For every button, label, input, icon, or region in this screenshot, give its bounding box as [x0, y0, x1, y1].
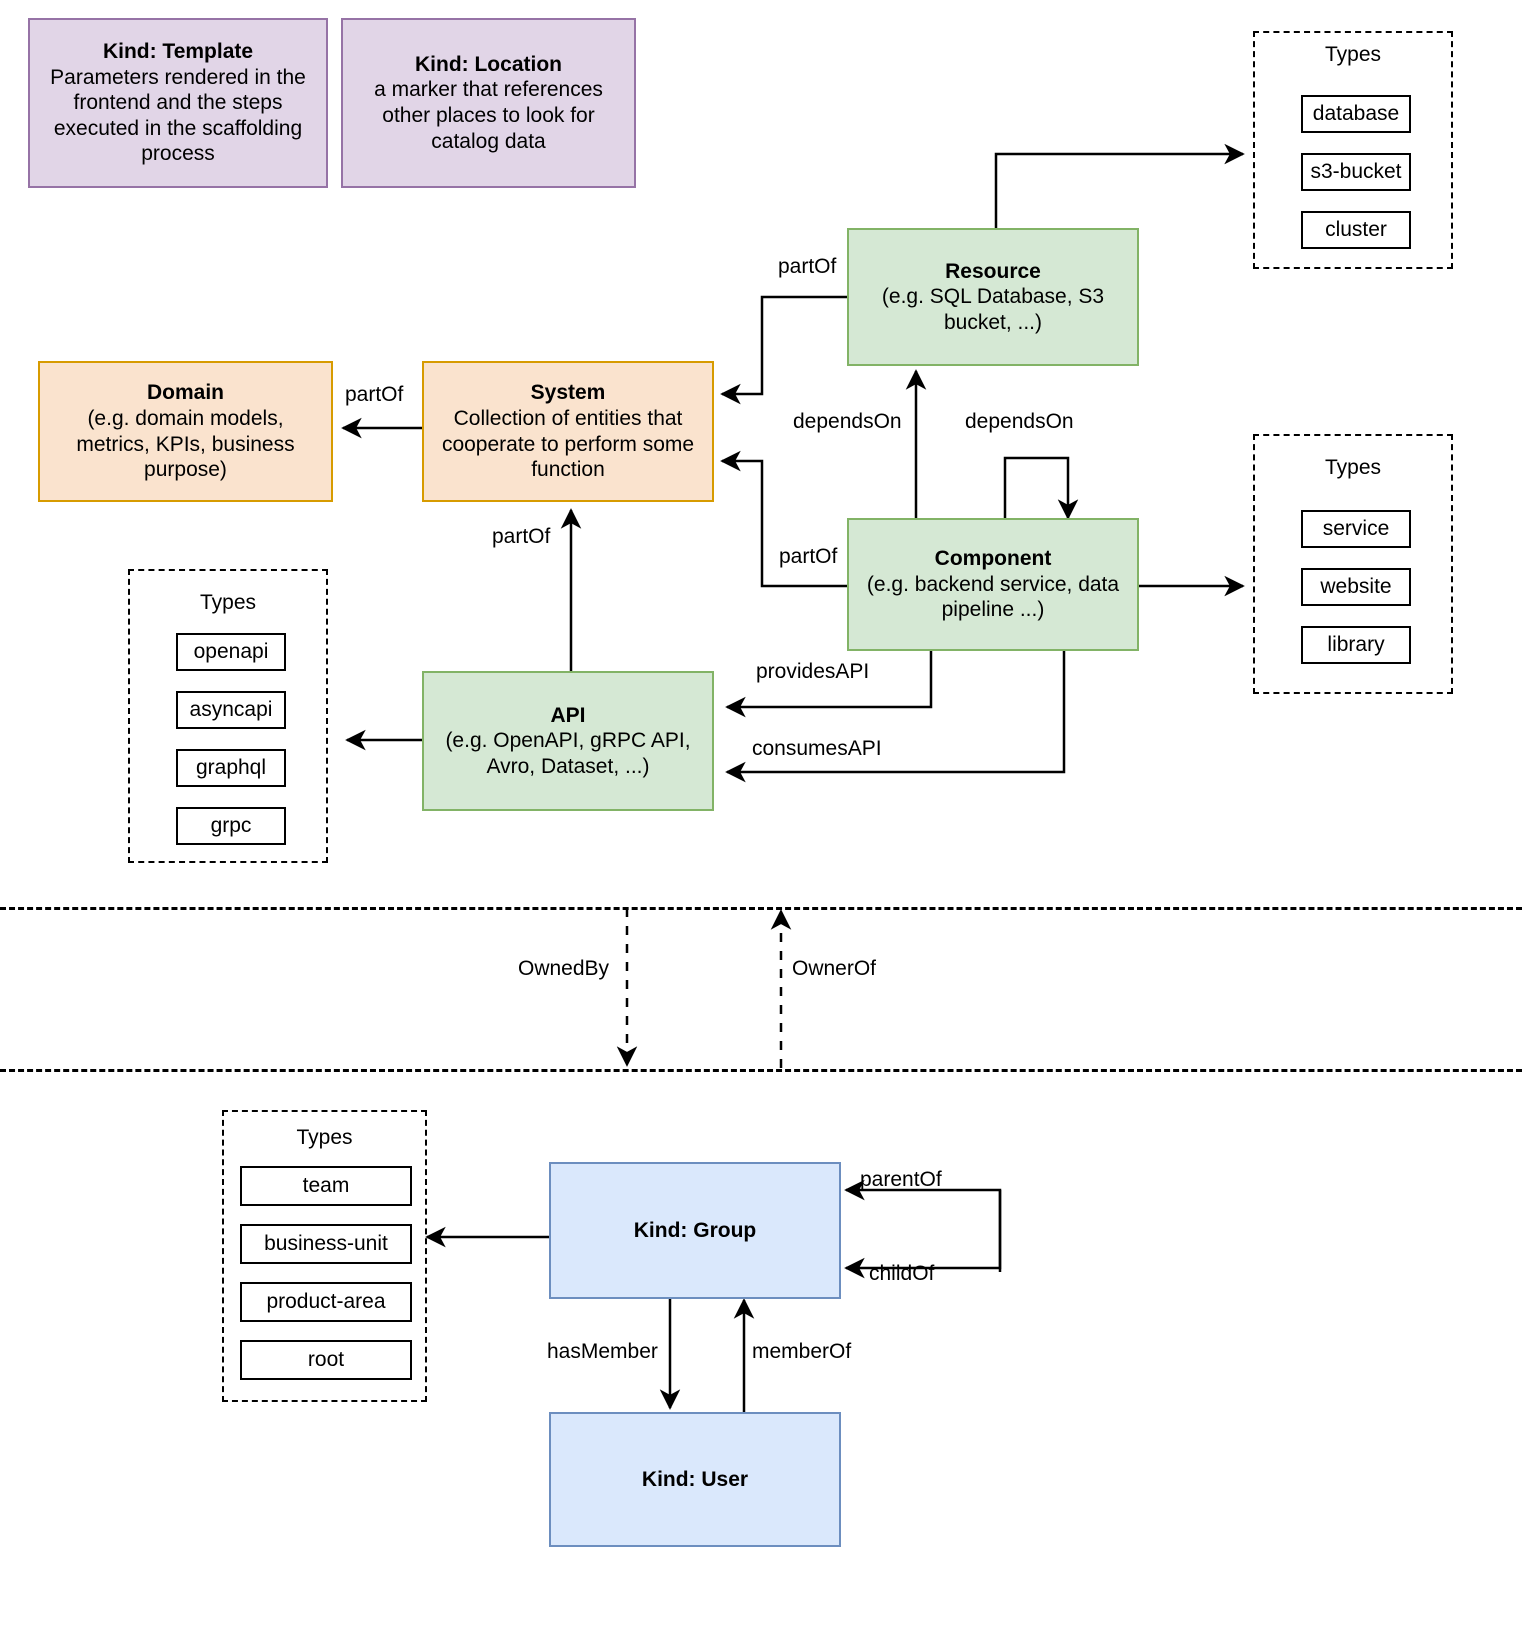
edge-label-resource-partof: partOf [778, 255, 837, 278]
type-chip-s3-bucket[interactable]: s3-bucket [1301, 153, 1411, 191]
edge-label-ownerof: OwnerOf [792, 957, 877, 980]
edge-label-parentof: parentOf [860, 1168, 942, 1191]
edge-label-consumesapi: consumesAPI [752, 737, 882, 760]
node-title: Resource [945, 259, 1041, 283]
types-box-group: Types team business-unit product-area ro… [222, 1110, 427, 1402]
types-box-resource: Types database s3-bucket cluster [1253, 31, 1453, 269]
types-label: Types [199, 591, 257, 614]
edge-label-providesapi: providesAPI [756, 660, 870, 683]
node-title: Component [934, 547, 1052, 571]
node-subtitle: (e.g. domain models, metrics, KPIs, busi… [76, 406, 295, 482]
type-chip-root[interactable]: root [240, 1340, 412, 1380]
edge-label-memberof: memberOf [752, 1340, 852, 1363]
node-subtitle: Collection of entities that cooperate to… [441, 406, 695, 482]
types-label: Types [1324, 456, 1382, 479]
type-chip-library[interactable]: library [1301, 626, 1411, 664]
types-box-api: Types openapi asyncapi graphql grpc [128, 569, 328, 863]
edge-label-component-partof: partOf [779, 545, 838, 568]
types-label: Types [296, 1126, 353, 1149]
node-kind-location[interactable]: Kind: Location a marker that references … [341, 18, 636, 188]
node-subtitle: a marker that references other places to… [374, 78, 603, 153]
node-domain[interactable]: Domain (e.g. domain models, metrics, KPI… [38, 361, 333, 502]
edge-label-api-partof: partOf [492, 525, 551, 548]
node-subtitle: Parameters rendered in the frontend and … [50, 65, 306, 166]
edge-label-component-dependson-resource: dependsOn [793, 410, 902, 433]
node-resource[interactable]: Resource (e.g. SQL Database, S3 bucket, … [847, 228, 1139, 366]
type-chip-openapi[interactable]: openapi [176, 633, 286, 671]
edge-label-childof: childOf [869, 1262, 935, 1285]
type-chip-business-unit[interactable]: business-unit [240, 1224, 412, 1264]
type-chip-product-area[interactable]: product-area [240, 1282, 412, 1322]
separator-bottom [0, 1069, 1522, 1072]
node-title: System [530, 381, 606, 405]
node-system[interactable]: System Collection of entities that coope… [422, 361, 714, 502]
node-subtitle: (e.g. OpenAPI, gRPC API, Avro, Dataset, … [445, 729, 691, 778]
type-chip-service[interactable]: service [1301, 510, 1411, 548]
type-chip-grpc[interactable]: grpc [176, 807, 286, 845]
type-chip-website[interactable]: website [1301, 568, 1411, 606]
node-kind-template[interactable]: Kind: Template Parameters rendered in th… [28, 18, 328, 188]
types-label: Types [1324, 43, 1382, 66]
types-box-component: Types service website library [1253, 434, 1453, 694]
type-chip-asyncapi[interactable]: asyncapi [176, 691, 286, 729]
type-chip-cluster[interactable]: cluster [1301, 211, 1411, 249]
node-kind-group[interactable]: Kind: Group [549, 1162, 841, 1299]
type-chip-database[interactable]: database [1301, 95, 1411, 133]
node-subtitle: (e.g. backend service, data pipeline ...… [866, 572, 1120, 622]
node-subtitle: (e.g. SQL Database, S3 bucket, ...) [881, 285, 1105, 334]
node-kind-user[interactable]: Kind: User [549, 1412, 841, 1547]
node-title: Kind: Group [633, 1218, 757, 1242]
edge-label-ownedby: OwnedBy [518, 957, 610, 980]
node-title: API [550, 703, 586, 727]
edge-label-system-partof: partOf [345, 383, 404, 406]
node-component[interactable]: Component (e.g. backend service, data pi… [847, 518, 1139, 651]
edge-label-hasmember: hasMember [547, 1340, 658, 1363]
edge-label-component-dependson-component: dependsOn [965, 410, 1074, 433]
type-chip-graphql[interactable]: graphql [176, 749, 286, 787]
type-chip-team[interactable]: team [240, 1166, 412, 1206]
separator-top [0, 907, 1522, 910]
node-title: Kind: Location [415, 52, 562, 76]
node-title: Kind: Template [102, 39, 254, 63]
node-title: Domain [146, 381, 224, 405]
node-api[interactable]: API (e.g. OpenAPI, gRPC API, Avro, Datas… [422, 671, 714, 811]
node-title: Kind: User [641, 1467, 749, 1491]
